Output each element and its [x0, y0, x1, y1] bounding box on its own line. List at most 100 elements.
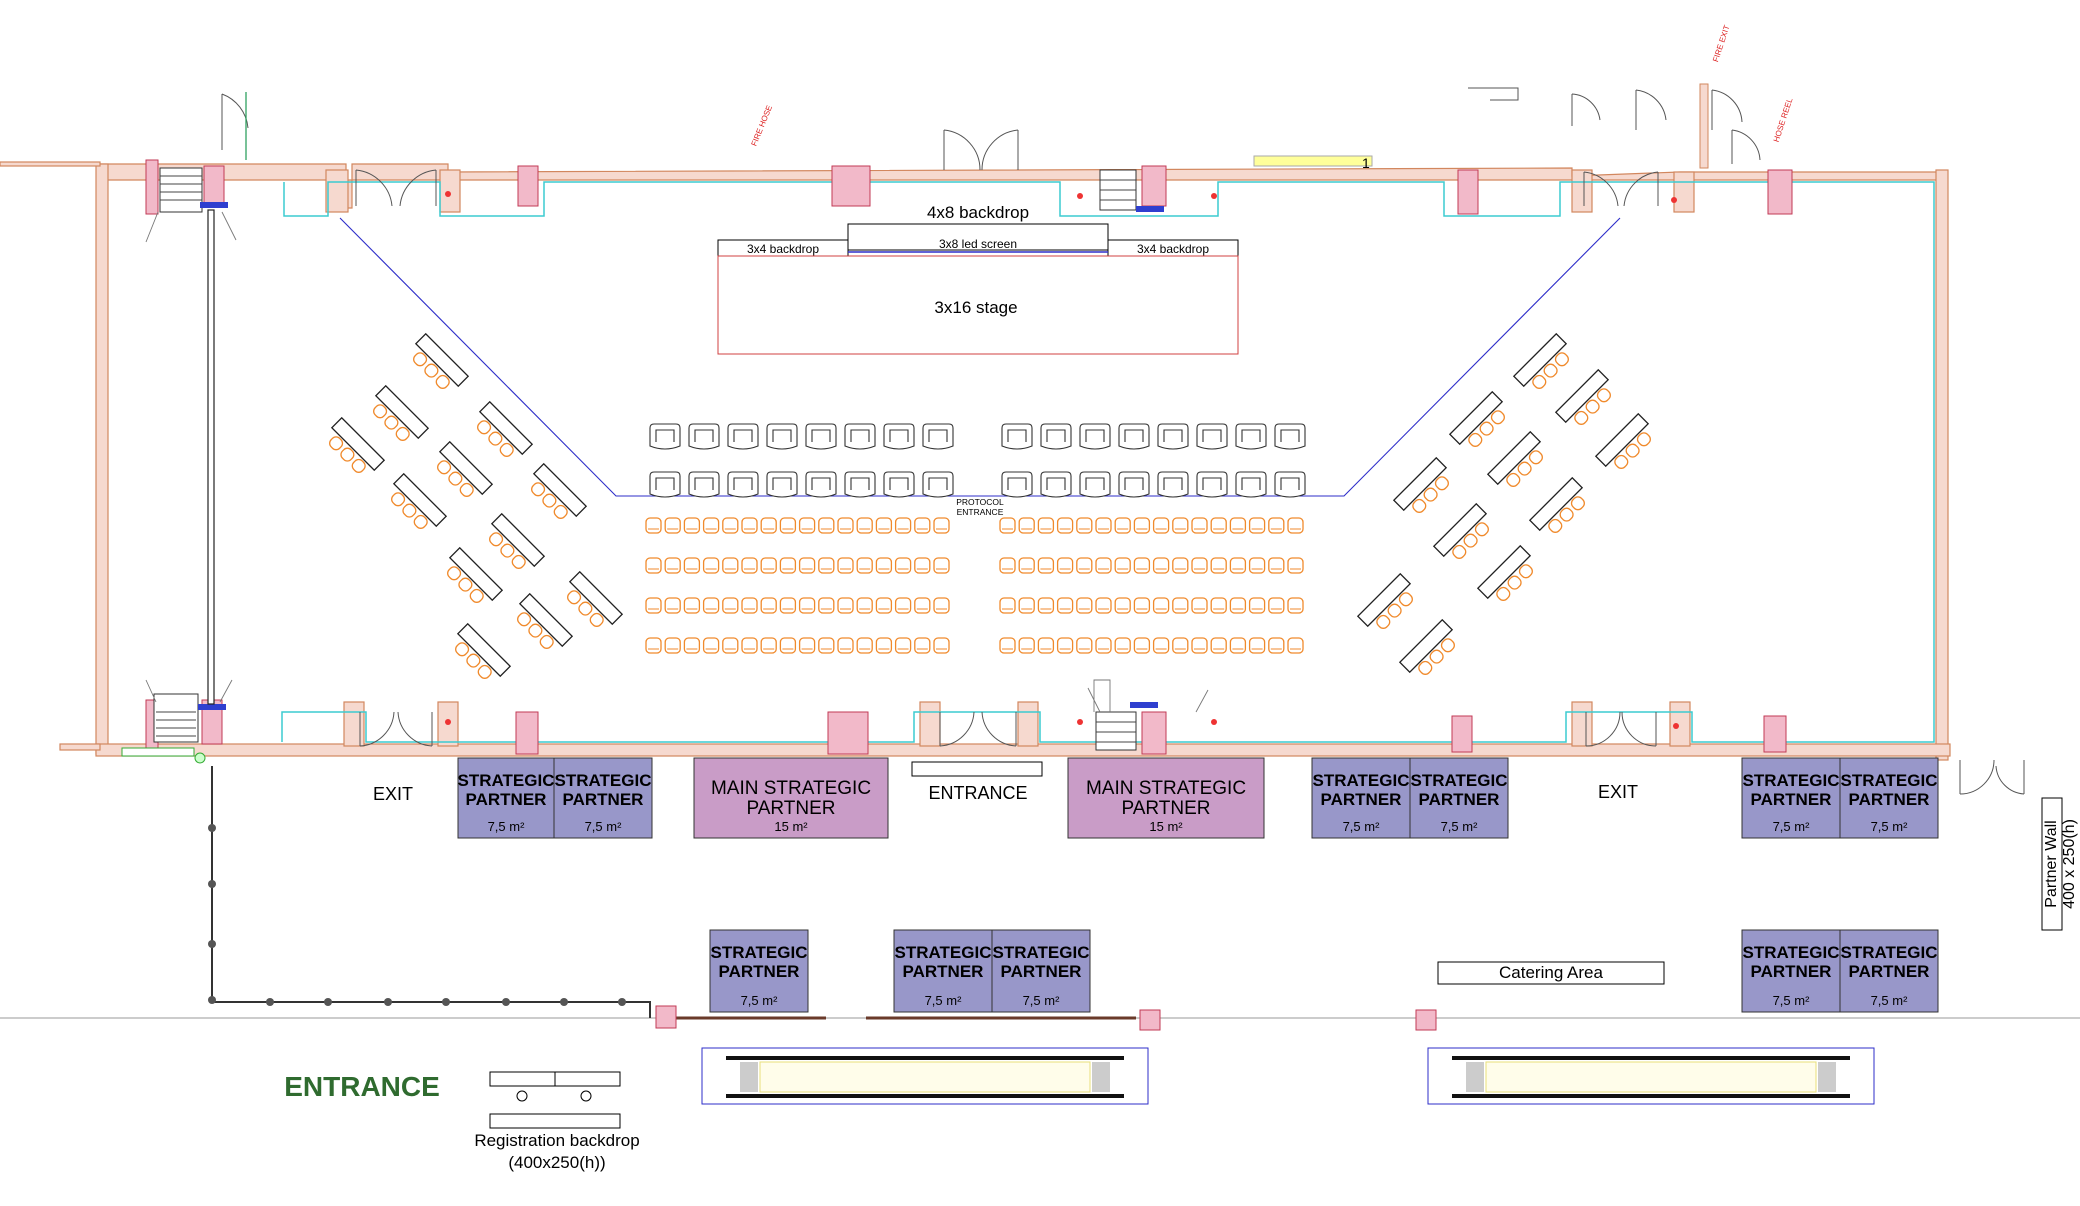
stair-core: [159, 167, 203, 213]
theatre-chair: [1133, 557, 1151, 574]
top-notch: [439, 169, 461, 213]
theatre-chair: [894, 597, 912, 614]
booth-title-line-1: STRATEGIC: [1743, 943, 1840, 962]
armchair: [1235, 471, 1267, 498]
theatre-chair: [914, 557, 931, 574]
armchair: [844, 471, 876, 498]
armchair: [1079, 471, 1111, 498]
booth-area: 15 m²: [1149, 819, 1183, 834]
theatre-chair: [1018, 637, 1035, 654]
theatre-chair: [999, 637, 1016, 654]
armchair: [1235, 423, 1267, 450]
armchair: [688, 471, 720, 498]
armchair: [883, 423, 915, 450]
booth-title-line-2: PARTNER: [1121, 798, 1210, 819]
theatre-chair: [760, 597, 777, 614]
theatre-chair: [914, 517, 931, 534]
bottom-notch: [1017, 701, 1039, 747]
theatre-chair: [1191, 557, 1208, 574]
booth-title-line-2: PARTNER: [1751, 790, 1832, 809]
theatre-seating: [645, 517, 1304, 654]
armchair: [766, 423, 798, 450]
booth-title-line-2: PARTNER: [563, 790, 644, 809]
partner-wall: [2041, 797, 2063, 931]
table-set: [391, 472, 448, 529]
booth-title-line-1: STRATEGIC: [711, 943, 808, 962]
theatre-chair: [1287, 597, 1304, 614]
table-set: [329, 416, 386, 473]
theatre-chair: [1056, 637, 1074, 654]
theatre-chair: [875, 517, 893, 534]
column: [515, 711, 539, 755]
theatre-chair: [683, 637, 701, 654]
theatre-chair: [645, 557, 662, 574]
theatre-chair: [779, 637, 797, 654]
theatre-chair: [779, 557, 797, 574]
table-set: [1398, 618, 1455, 675]
booth-area: 7,5 m²: [1773, 993, 1811, 1008]
theatre-chair: [1076, 637, 1093, 654]
theatre-chair: [798, 637, 816, 654]
booth-area: 7,5 m²: [1871, 993, 1909, 1008]
booth-title-line-1: STRATEGIC: [993, 943, 1090, 962]
theatre-chair: [722, 597, 739, 614]
booth-area: 7,5 m²: [1441, 819, 1479, 834]
armchair: [1196, 423, 1228, 450]
theatre-chair: [856, 517, 873, 534]
bottom-notch: [919, 701, 941, 747]
top-notch: [1571, 169, 1593, 213]
led-screen-label: 3x8 led screen: [939, 237, 1017, 251]
armchair: [727, 471, 759, 498]
booth-title-line-2: PARTNER: [1419, 790, 1500, 809]
inner-wall-line: [281, 181, 1935, 743]
theatre-chair: [760, 637, 777, 654]
theatre-chair: [999, 557, 1016, 574]
theatre-chair: [1037, 557, 1055, 574]
theatre-chair: [856, 597, 873, 614]
svg-text:FIRE EXIT: FIRE EXIT: [1711, 24, 1731, 63]
armchair: [1274, 471, 1306, 498]
theatre-chair: [856, 557, 873, 574]
booth-area: 7,5 m²: [1343, 819, 1381, 834]
theatre-chair: [1210, 557, 1227, 574]
top-notch: [1673, 171, 1695, 213]
theatre-chair: [1229, 637, 1247, 654]
armchair: [1157, 471, 1189, 498]
booth-area: 7,5 m²: [585, 819, 623, 834]
backdrop-right-label: 3x4 backdrop: [1137, 242, 1209, 256]
booth-title-line-1: STRATEGIC: [895, 943, 992, 962]
theatre-chair: [779, 517, 797, 534]
theatre-chair: [933, 597, 950, 614]
lobby-railing: [121, 747, 651, 1018]
theatre-chair: [1172, 597, 1189, 614]
table-set: [437, 440, 494, 497]
theatre-chair: [875, 597, 893, 614]
theatre-chair: [722, 557, 739, 574]
theatre-chair: [1268, 517, 1285, 534]
theatre-chair: [1287, 517, 1304, 534]
theatre-chair: [894, 517, 912, 534]
door-swing: [943, 129, 981, 171]
theatre-chair: [1095, 557, 1112, 574]
theatre-chair: [1191, 637, 1208, 654]
door-swing: [1621, 711, 1657, 747]
armchair: [1040, 471, 1072, 498]
table-set: [455, 622, 512, 679]
theatre-chair: [1056, 597, 1074, 614]
stair-core: [153, 693, 199, 743]
booth-title-line-1: STRATEGIC: [1841, 771, 1938, 790]
door-swing: [981, 129, 1019, 171]
theatre-chair: [875, 557, 893, 574]
table-set: [447, 546, 504, 603]
theatre-chair: [645, 597, 662, 614]
theatre-chair: [1114, 557, 1131, 574]
booth-area: 7,5 m²: [1871, 819, 1909, 834]
theatre-chair: [1287, 637, 1304, 654]
exit-right-label: EXIT: [1598, 782, 1638, 802]
